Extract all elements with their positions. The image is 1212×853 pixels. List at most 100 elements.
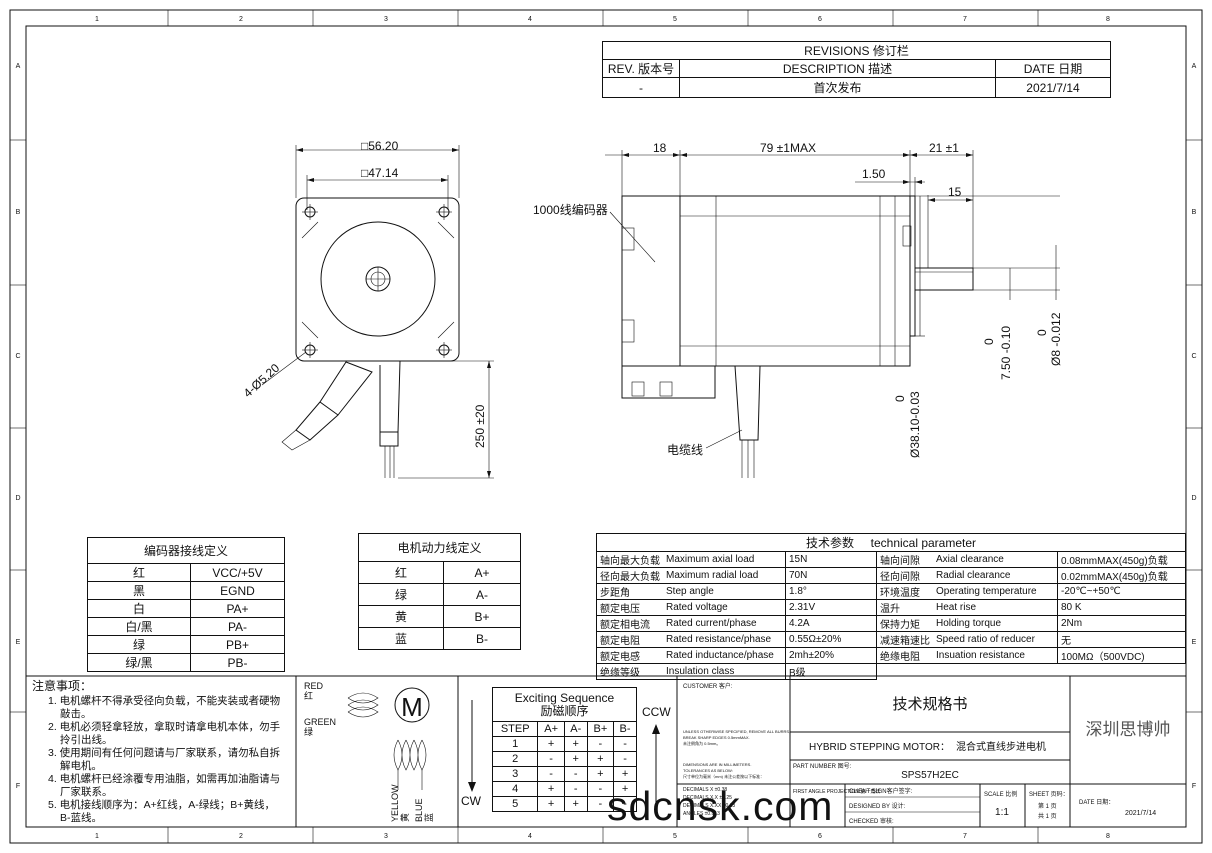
side-view: 18 79 ±1MAX 21 ±1 1.50 15 0 Ø38.10-0.03 … (533, 141, 1063, 478)
wiring-diagram: M RED 红 GREEN 绿 YELLOW 黄 BLUE 蓝 (304, 681, 434, 822)
dim-boss: 1.50 (862, 167, 886, 181)
sheet-2: 共 1 页 (1038, 812, 1057, 820)
seq-cell: - (537, 766, 565, 782)
seq-cell: - (537, 751, 565, 767)
fine-9: DECIMALS X.XX ±0.13 (683, 803, 735, 809)
grid-col-3-b: 3 (384, 833, 388, 840)
wire-yellow: YELLOW (390, 784, 400, 822)
sheet-1: 第 1 页 (1038, 802, 1057, 810)
wire-blue-cn: 蓝 (423, 813, 434, 822)
dim-shaft-d: Ø8 -0.012 (1049, 312, 1063, 366)
enc-signal: PB+ (190, 635, 285, 654)
grid-col-6: 6 (818, 16, 822, 23)
pwr-color: 绿 (358, 583, 444, 606)
motor-letter: M (401, 692, 423, 722)
param-value: 无 (1057, 631, 1186, 648)
grid-col-4-b: 4 (528, 833, 532, 840)
param-en: Rated voltage (663, 599, 786, 616)
shaft (914, 267, 974, 291)
side-cable (734, 365, 761, 441)
watermark: sdcnsk.com (607, 783, 834, 829)
sequence-title-cn: 励磁顺序 (540, 703, 589, 718)
seq-cell: - (586, 796, 615, 812)
pwr-color: 红 (358, 561, 444, 584)
sequence-arrows: CW CCW (461, 700, 671, 812)
pwr-phase: B+ (443, 605, 521, 628)
param-en: Speed ratio of reducer (933, 631, 1058, 648)
wire-green: GREEN (304, 717, 336, 727)
note-line: B-蓝线。 (60, 812, 102, 824)
seq-header: STEP (491, 721, 539, 737)
seq-cell: - (613, 796, 637, 812)
dim-encoder: 18 (653, 141, 667, 155)
grid-row-a: A (16, 63, 21, 70)
desc-header: DESCRIPTION 描述 (679, 59, 996, 78)
fine-10: ANGLES ±0.013 (683, 811, 720, 817)
encoder-cable (319, 361, 373, 416)
product-en: HYBRID STEPPING MOTOR： (809, 742, 950, 753)
grid-row-b-r: B (1192, 209, 1197, 216)
rev-header: REV. 版本号 (602, 59, 680, 78)
dim-body: 79 ±1MAX (760, 141, 816, 155)
enc-color: 绿/黑 (87, 653, 191, 672)
param-cn: 额定电压 (596, 599, 663, 616)
seq-cell: + (563, 796, 588, 812)
pwr-phase: A+ (443, 561, 521, 584)
param-value: 2Nm (1057, 615, 1186, 632)
grid-row-e-r: E (1192, 639, 1197, 646)
param-en: Holding torque (933, 615, 1058, 632)
doc-title: 技术规格书 (892, 696, 967, 713)
cw-label: CW (461, 794, 482, 808)
pwr-phase: A- (443, 583, 521, 606)
param-value: 1.8° (785, 583, 877, 600)
grid-col-5-b: 5 (673, 833, 677, 840)
grid-row-a-r: A (1192, 63, 1197, 70)
seq-cell: 1 (491, 736, 539, 752)
revisions-table: REVISIONS 修订栏 REV. 版本号 DESCRIPTION 描述 DA… (602, 41, 1111, 98)
rev-value: - (602, 77, 680, 98)
note-line: 解电机。 (60, 760, 102, 772)
grid-col-7: 7 (963, 16, 967, 23)
param-cn: 轴向间隙 (876, 551, 933, 568)
enc-signal: PB- (190, 653, 285, 672)
seq-header: A- (563, 721, 588, 737)
dim-pilot-tol: 0 (893, 395, 907, 402)
grid-ticks (10, 10, 1202, 843)
coil-b (393, 739, 427, 771)
product-cn: 混合式直线步进电机 (956, 740, 1046, 753)
dim-cable: 250 ±20 (473, 404, 487, 448)
param-cn: 额定电阻 (596, 631, 663, 648)
grid-row-f-r: F (1192, 783, 1196, 790)
seq-header: B+ (586, 721, 615, 737)
note-line: 3. 使用期间有任何问题请与厂家联系，请勿私自拆 (48, 747, 281, 759)
param-value: 0.55Ω±20% (785, 631, 877, 648)
enc-color: 白/黑 (87, 617, 191, 636)
power-title: 电机动力线定义 (358, 533, 521, 562)
grid-col-2: 2 (239, 16, 243, 23)
fine-5: TOLERANCES AS BELOW: (683, 768, 733, 773)
param-en: Heat rise (933, 599, 1058, 616)
dim-shaft-tol: 0 (1035, 329, 1049, 336)
note-line: 4. 电机螺杆已经涂覆专用油脂，如需再加油脂请与 (48, 773, 281, 785)
seq-cell: + (586, 751, 615, 767)
encoder-body (621, 195, 681, 367)
part-number: SPS57H2EC (901, 770, 959, 781)
seq-cell: + (563, 736, 588, 752)
param-cn: 轴向最大负载 (596, 551, 663, 568)
label-cable: 电缆线 (667, 443, 703, 457)
grid-row-e: E (16, 639, 21, 646)
seq-cell: 2 (491, 751, 539, 767)
grid-col-8: 8 (1106, 16, 1110, 23)
param-value: -20℃~+50℃ (1057, 583, 1186, 600)
motor-symbol (394, 687, 430, 723)
client-sign: CLIENT SIGN客户签字: (849, 787, 913, 795)
notes-title: 注意事项： (32, 679, 93, 693)
dim-pilot: Ø38.10-0.03 (908, 391, 922, 458)
sequence-title-en: Exciting Sequence (514, 690, 615, 705)
dim-outer: □56.20 (361, 139, 399, 153)
wire-green-cn: 绿 (304, 726, 313, 737)
enc-color: 黑 (87, 581, 191, 600)
param-cn: 径向间隙 (876, 567, 933, 584)
